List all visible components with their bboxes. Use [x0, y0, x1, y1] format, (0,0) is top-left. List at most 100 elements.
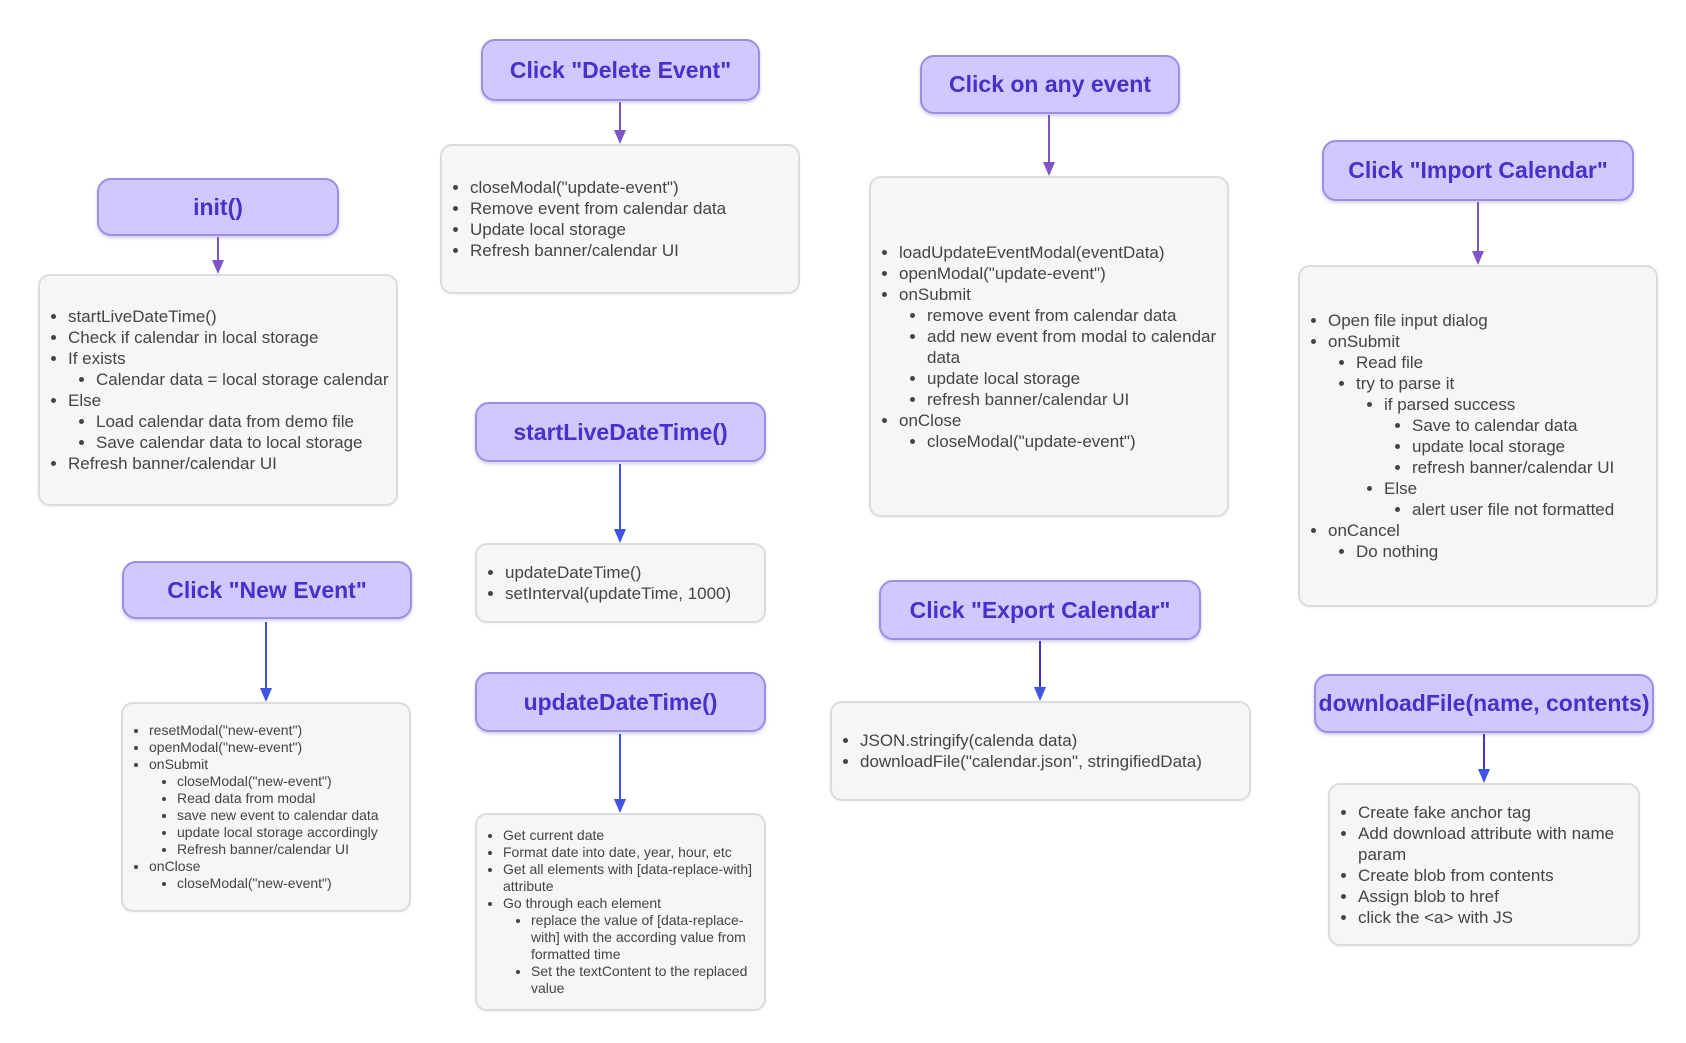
export-calendar-steps: JSON.stringify(calenda data)downloadFile…: [830, 701, 1251, 801]
list-item-text: update local storage: [1412, 437, 1566, 456]
list-item-text: Get current date: [503, 827, 605, 843]
list-item-text: onSubmit: [1328, 332, 1400, 351]
list-item: Add download attribute with name param: [1358, 823, 1638, 865]
list-item-text: save new event to calendar data: [177, 807, 379, 823]
list-item-text: closeModal("update-event"): [470, 178, 679, 197]
list-item-text: refresh banner/calendar UI: [1412, 458, 1615, 477]
list-item-text: Refresh banner/calendar UI: [68, 454, 277, 473]
list-item: Else alert user file not formatted: [1384, 478, 1656, 520]
list-item: updateDateTime(): [505, 562, 764, 583]
list-item: Read file: [1356, 352, 1656, 373]
list-item: onSubmitremove event from calendar dataa…: [899, 284, 1227, 410]
list-item: Read data from modal: [177, 790, 409, 807]
list-item-text: Save to calendar data: [1412, 416, 1578, 435]
start-live-datetime-title: startLiveDateTime(): [475, 402, 766, 462]
list-item: Assign blob to href: [1358, 886, 1638, 907]
export-calendar-title: Click "Export Calendar": [879, 580, 1201, 640]
list-item-text: add new event from modal to calendar dat…: [927, 326, 1217, 367]
list-item: JSON.stringify(calenda data): [860, 730, 1249, 751]
list-item: Get current date: [503, 827, 764, 844]
list-item-text: update local storage: [927, 368, 1081, 388]
update-datetime-steps: Get current dateFormat date into date, y…: [475, 813, 766, 1011]
list-item-text: alert user file not formatted: [1412, 500, 1615, 519]
list-item-text: Assign blob to href: [1358, 886, 1499, 906]
list-item: update local storage: [927, 368, 1227, 389]
list-item: replace the value of [data-replace-with]…: [531, 912, 764, 963]
list-item: try to parse itif parsed successSave to …: [1356, 373, 1656, 520]
list-item-text: Go through each element: [503, 895, 661, 911]
list-item: Open file input dialog: [1328, 310, 1656, 331]
init-title: init(): [97, 178, 339, 236]
list-item: closeModal("new-event"): [177, 773, 409, 790]
list-item-text: closeModal("update-event"): [927, 431, 1136, 451]
list-item: add new event from modal to calendar dat…: [927, 326, 1227, 368]
list-item-text: closeModal("new-event"): [177, 773, 332, 789]
list-item: closeModal("update-event"): [470, 177, 798, 198]
list-item: startLiveDateTime(): [68, 306, 396, 327]
list-item: setInterval(updateTime, 1000): [505, 583, 764, 604]
list-item: update local storage: [1412, 436, 1656, 457]
list-item-text: Remove event from calendar data: [470, 199, 727, 218]
list-item-text: try to parse it: [1356, 374, 1455, 393]
new-event-steps: resetModal("new-event")openModal("new-ev…: [121, 702, 411, 912]
list-item: Save to calendar data: [1412, 415, 1656, 436]
list-item-text: Get all elements with [data-replace-with…: [503, 861, 752, 894]
list-item: refresh banner/calendar UI: [927, 389, 1227, 410]
download-file-title: downloadFile(name, contents): [1314, 674, 1654, 733]
list-item-text: Save calendar data to local storage: [96, 433, 363, 452]
init-steps: startLiveDateTime()Check if calendar in …: [38, 274, 398, 506]
list-item-text: update local storage accordingly: [177, 824, 378, 840]
delete-event-steps: closeModal("update-event") Remove event f…: [440, 144, 800, 294]
list-item: Calendar data = local storage calendar: [96, 369, 396, 390]
list-item-text: Add download attribute with name param: [1358, 823, 1615, 864]
any-event-steps: loadUpdateEventModal(eventData)openModal…: [869, 176, 1229, 517]
list-item: Refresh banner/calendar UI: [177, 841, 409, 858]
list-item: Load calendar data from demo file: [96, 411, 396, 432]
list-item: if parsed successSave to calendar dataup…: [1384, 394, 1656, 478]
update-datetime-title: updateDateTime(): [475, 672, 766, 732]
start-live-datetime-steps: updateDateTime()setInterval(updateTime, …: [475, 543, 766, 623]
list-item: click the <a> with JS: [1358, 907, 1638, 928]
list-item: closeModal("new-event"): [177, 875, 409, 892]
list-item-text: Calendar data = local storage calendar: [96, 370, 389, 389]
list-item-text: startLiveDateTime(): [68, 307, 217, 326]
list-item-text: refresh banner/calendar UI: [927, 389, 1130, 409]
list-item: Create fake anchor tag: [1358, 802, 1638, 823]
list-item: update local storage accordingly: [177, 824, 409, 841]
list-item-text: openModal("new-event"): [149, 739, 303, 755]
list-item: Get all elements with [data-replace-with…: [503, 861, 764, 895]
list-item-text: remove event from calendar data: [927, 305, 1177, 325]
list-item: Refresh banner/calendar UI: [470, 240, 798, 261]
delete-event-title: Click "Delete Event": [481, 39, 760, 101]
list-item-text: Do nothing: [1356, 542, 1439, 561]
list-item: loadUpdateEventModal(eventData): [899, 242, 1227, 263]
list-item-text: onSubmit: [899, 284, 971, 304]
list-item: If existsCalendar data = local storage c…: [68, 348, 396, 390]
list-item-text: click the <a> with JS: [1358, 907, 1513, 927]
list-item-text: Load calendar data from demo file: [96, 412, 354, 431]
list-item-text: Refresh banner/calendar UI: [470, 241, 679, 260]
list-item-text: Refresh banner/calendar UI: [177, 841, 349, 857]
list-item-text: closeModal("new-event"): [177, 875, 332, 891]
list-item: onSubmitcloseModal("new-event")Read data…: [149, 756, 409, 858]
list-item-text: onCancel: [1328, 521, 1400, 540]
list-item: Set the textContent to the replaced valu…: [531, 963, 764, 997]
list-item-text: Open file input dialog: [1328, 311, 1488, 330]
list-item: alert user file not formatted: [1412, 499, 1656, 520]
list-item-text: Else: [68, 391, 102, 410]
new-event-title: Click "New Event": [122, 561, 412, 619]
download-file-steps: Create fake anchor tagAdd download attri…: [1328, 783, 1640, 946]
list-item-text: onClose: [899, 410, 962, 430]
list-item-text: Set the textContent to the replaced valu…: [531, 963, 748, 996]
list-item-text: Create fake anchor tag: [1358, 802, 1531, 822]
list-item: refresh banner/calendar UI: [1412, 457, 1656, 478]
list-item: Create blob from contents: [1358, 865, 1638, 886]
list-item: onClosecloseModal("new-event"): [149, 858, 409, 892]
list-item: downloadFile("calendar.json", stringifie…: [860, 751, 1249, 772]
list-item-text: Else: [1384, 479, 1418, 498]
any-event-title: Click on any event: [920, 55, 1180, 114]
list-item-text: openModal("update-event"): [899, 263, 1106, 283]
list-item: onClosecloseModal("update-event"): [899, 410, 1227, 452]
list-item-text: loadUpdateEventModal(eventData): [899, 242, 1165, 262]
list-item-text: Read file: [1356, 353, 1424, 372]
